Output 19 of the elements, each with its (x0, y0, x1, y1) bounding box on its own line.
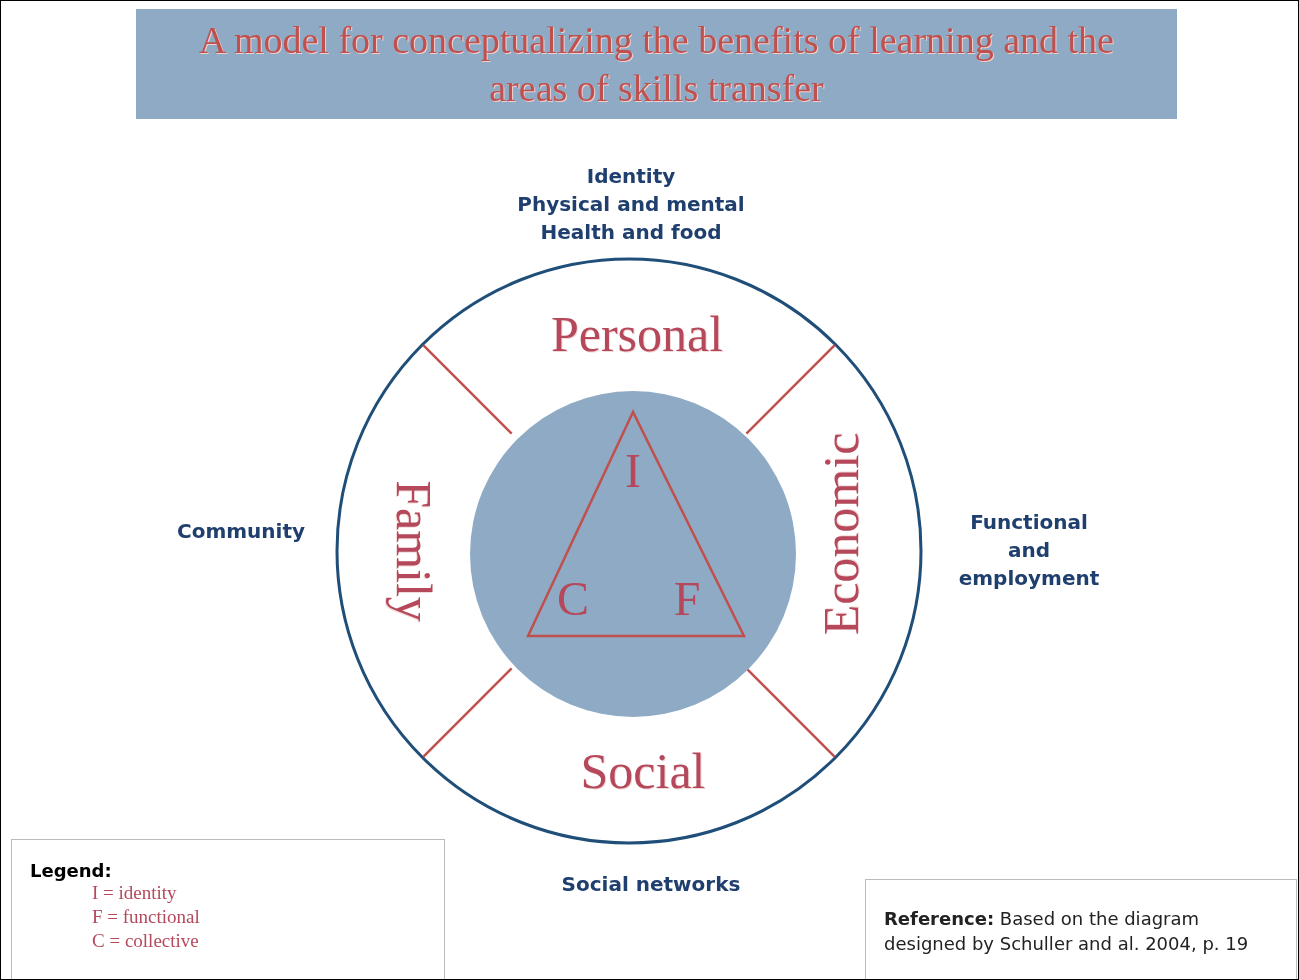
category-caption: Functional and employment (957, 509, 1101, 592)
triangle-letter: I (625, 447, 641, 495)
sector-label: Personal (550, 305, 724, 363)
legend-entry: C = collective (92, 930, 199, 952)
reference-note: Reference: Based on the diagram designed by Schuller and al. 2004, p. 19 (865, 879, 1297, 979)
sector-label: Economic (812, 432, 870, 636)
category-caption: Physical and mental Health and food (516, 191, 746, 246)
triangle-letter: F (673, 575, 701, 623)
legend-title: Legend: (30, 860, 112, 881)
category-caption: Community (176, 518, 306, 545)
legend-entry: I = identity (92, 882, 177, 904)
sector-label: Family (385, 480, 443, 622)
title-banner: A model for conceptualizing the benefits of learning and the areas of skills transfer (136, 9, 1177, 119)
legend-entry: F = functional (92, 906, 200, 928)
triangle-letter: C (557, 575, 589, 623)
triangle (525, 409, 747, 639)
category-caption: Social networks (560, 871, 742, 898)
sector-label: Social (580, 742, 706, 800)
category-caption: Identity (585, 163, 677, 190)
